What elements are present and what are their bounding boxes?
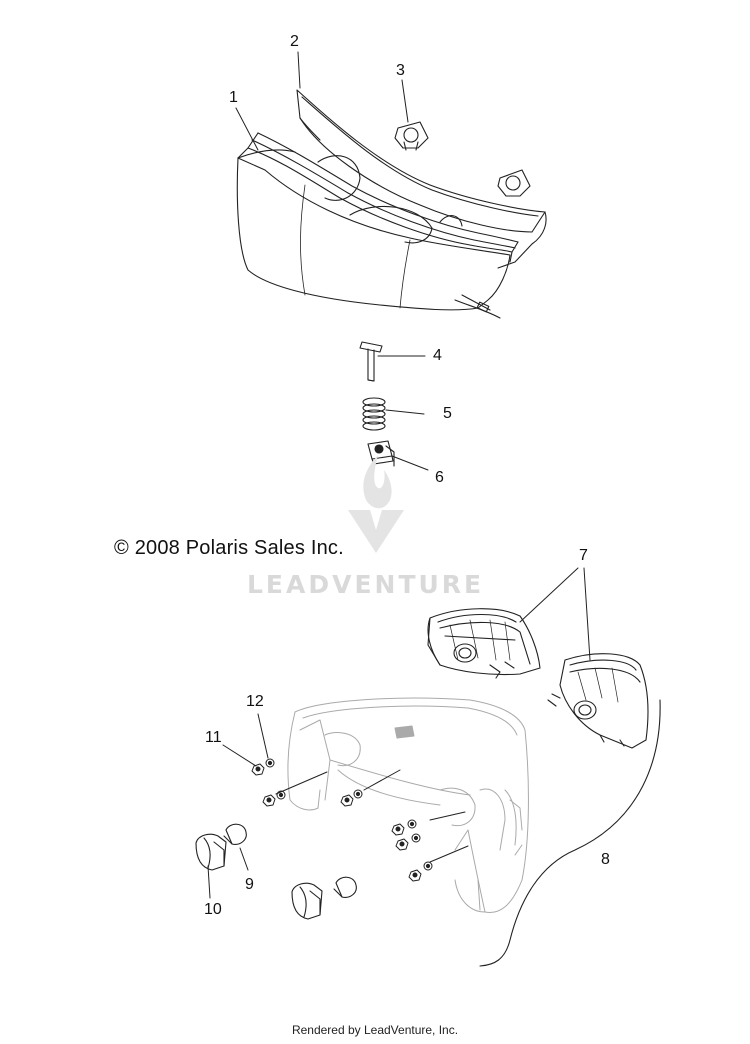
callout-8: 8	[601, 851, 610, 868]
part-9-bulb	[223, 823, 357, 898]
part-1-headlight	[236, 132, 519, 319]
leader-lines	[207, 51, 591, 899]
part-3-bulb	[394, 121, 531, 197]
callout-6: 6	[435, 469, 444, 486]
callout-7: 7	[579, 547, 588, 564]
part-7-taillight-left	[427, 608, 541, 679]
callout-11: 11	[205, 729, 222, 746]
callout-12: 12	[246, 693, 264, 710]
callout-9: 9	[245, 876, 254, 893]
part-7-taillight-right	[547, 653, 649, 749]
watermark-logo	[348, 455, 404, 553]
callout-3: 3	[396, 62, 405, 79]
part-5-spring	[362, 397, 386, 431]
callout-10: 10	[204, 901, 222, 918]
callout-1: 1	[229, 89, 238, 106]
footer-text: Rendered by LeadVenture, Inc.	[291, 1023, 459, 1037]
watermark-text: LEADVENTURE	[247, 570, 485, 599]
part-6-clip	[367, 440, 395, 467]
part-10-socket	[195, 833, 323, 920]
callout-4: 4	[433, 347, 442, 364]
part-4-screw	[359, 341, 383, 382]
copyright-text: © 2008 Polaris Sales Inc.	[114, 537, 344, 559]
callout-5: 5	[443, 405, 452, 422]
part-2-seal	[296, 89, 547, 269]
rear-housing	[287, 697, 529, 914]
nuts-11-12	[251, 758, 433, 882]
callout-8-bracket	[479, 699, 661, 967]
callout-2: 2	[290, 33, 299, 50]
